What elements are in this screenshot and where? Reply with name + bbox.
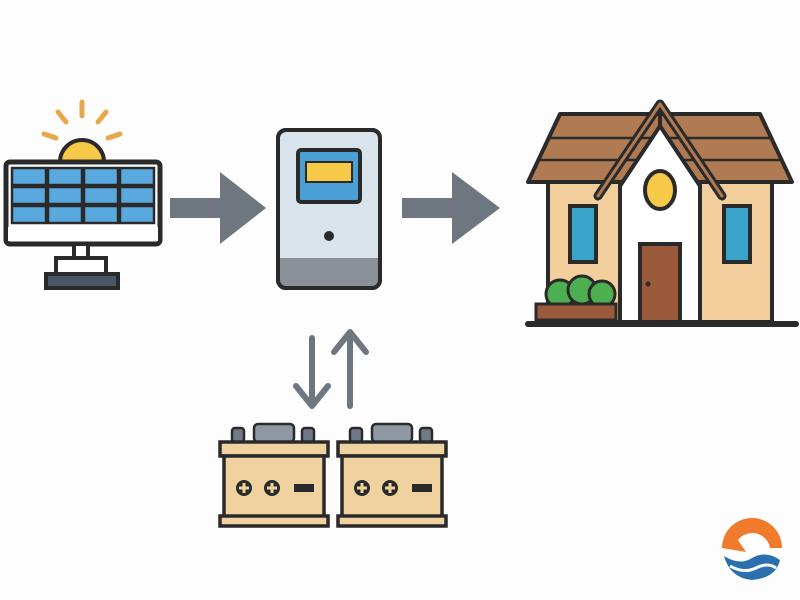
panel-bottom-strip: [8, 227, 158, 241]
panel-stand-pole: [72, 242, 90, 260]
inverter-base: [280, 258, 378, 286]
round-window-icon: [643, 169, 677, 211]
arrow-down-icon: [293, 335, 331, 409]
panel-stand-base: [54, 256, 108, 276]
window-icon: [722, 204, 752, 264]
panel-cells: [10, 166, 156, 225]
inverter-screen: [305, 161, 353, 183]
battery-icon: [218, 422, 330, 528]
house-icon: [525, 99, 799, 327]
swirl-logo-icon: [720, 516, 784, 580]
sun-icon: [57, 138, 107, 164]
arrow-right-icon: [402, 172, 500, 244]
battery-icon: [336, 422, 448, 528]
solar-panel-icon: [3, 99, 163, 290]
panel-stand-foot: [44, 272, 120, 290]
inverter-button-icon: [324, 231, 334, 241]
sun-rays: [41, 99, 123, 141]
bush-icon: [534, 274, 618, 322]
inverter-icon: [276, 128, 382, 290]
arrow-up-icon: [331, 329, 369, 409]
door-knob-icon: [645, 281, 651, 287]
arrow-right-icon: [170, 172, 266, 244]
battery-plus-signs: [357, 483, 395, 493]
window-icon: [568, 204, 598, 264]
battery-plus-signs: [239, 483, 277, 493]
